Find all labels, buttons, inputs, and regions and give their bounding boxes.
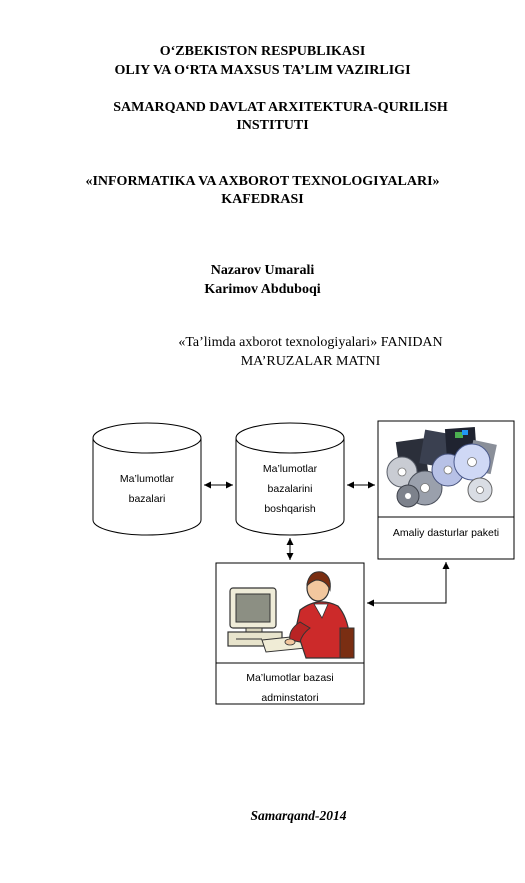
database-label-line1: Ma’lumotlar [119, 473, 175, 485]
database-cylinder [92, 422, 202, 536]
department-title-line1: «INFORMATIKA VA AXBOROT TEXNOLOGIYALARI» [85, 174, 440, 189]
department-title-line2: KAFEDRASI [221, 192, 304, 207]
database-label: Ma’lumotlar bazalari [93, 470, 201, 510]
arrow-admin-software [367, 562, 450, 607]
admin-label-box: Ma’lumotlar bazasi adminstatori [217, 664, 363, 703]
dbms-label-line3: boshqarish [264, 502, 316, 515]
subject-line2: MA’RUZALAR MATNI [240, 354, 381, 369]
admin-label-line1: Ma’lumotlar bazasi [246, 672, 334, 684]
software-package-label: Amaliy dasturlar paketi [392, 527, 500, 539]
city-year: Samarqand-2014 [250, 808, 347, 823]
subject-line1: «Ta’limda axborot texnologiyalari» FANID… [178, 335, 443, 350]
institute-title-line2: INSTITUTI [236, 118, 309, 133]
republic-title: O‘ZBEKISTON RESPUBLIKASI [159, 44, 366, 59]
institute-title-line1: SAMARQAND DAVLAT ARXITEKTURA-QURILISH [113, 100, 448, 115]
admin-label-line2: adminstatori [261, 691, 319, 703]
cd-discs-icon [386, 426, 497, 508]
author-1: Nazarov Umarali [210, 263, 315, 278]
author-2: Karimov Abduboqi [204, 282, 321, 297]
admin-label: Ma’lumotlar bazasi adminstatori [217, 669, 363, 703]
dbms-label-line1: Ma’lumotlar [262, 463, 318, 475]
ministry-title: OLIY VA O‘RTA MAXSUS TA’LIM VAZIRLIGI [114, 63, 411, 78]
computer-user-icon [227, 571, 355, 659]
dbms-label-line2: bazalarini [267, 482, 313, 495]
dbms-cylinder [235, 422, 345, 536]
dbms-label: Ma’lumotlar bazalarini boshqarish [236, 460, 344, 520]
database-label-line2: bazalari [128, 492, 166, 505]
